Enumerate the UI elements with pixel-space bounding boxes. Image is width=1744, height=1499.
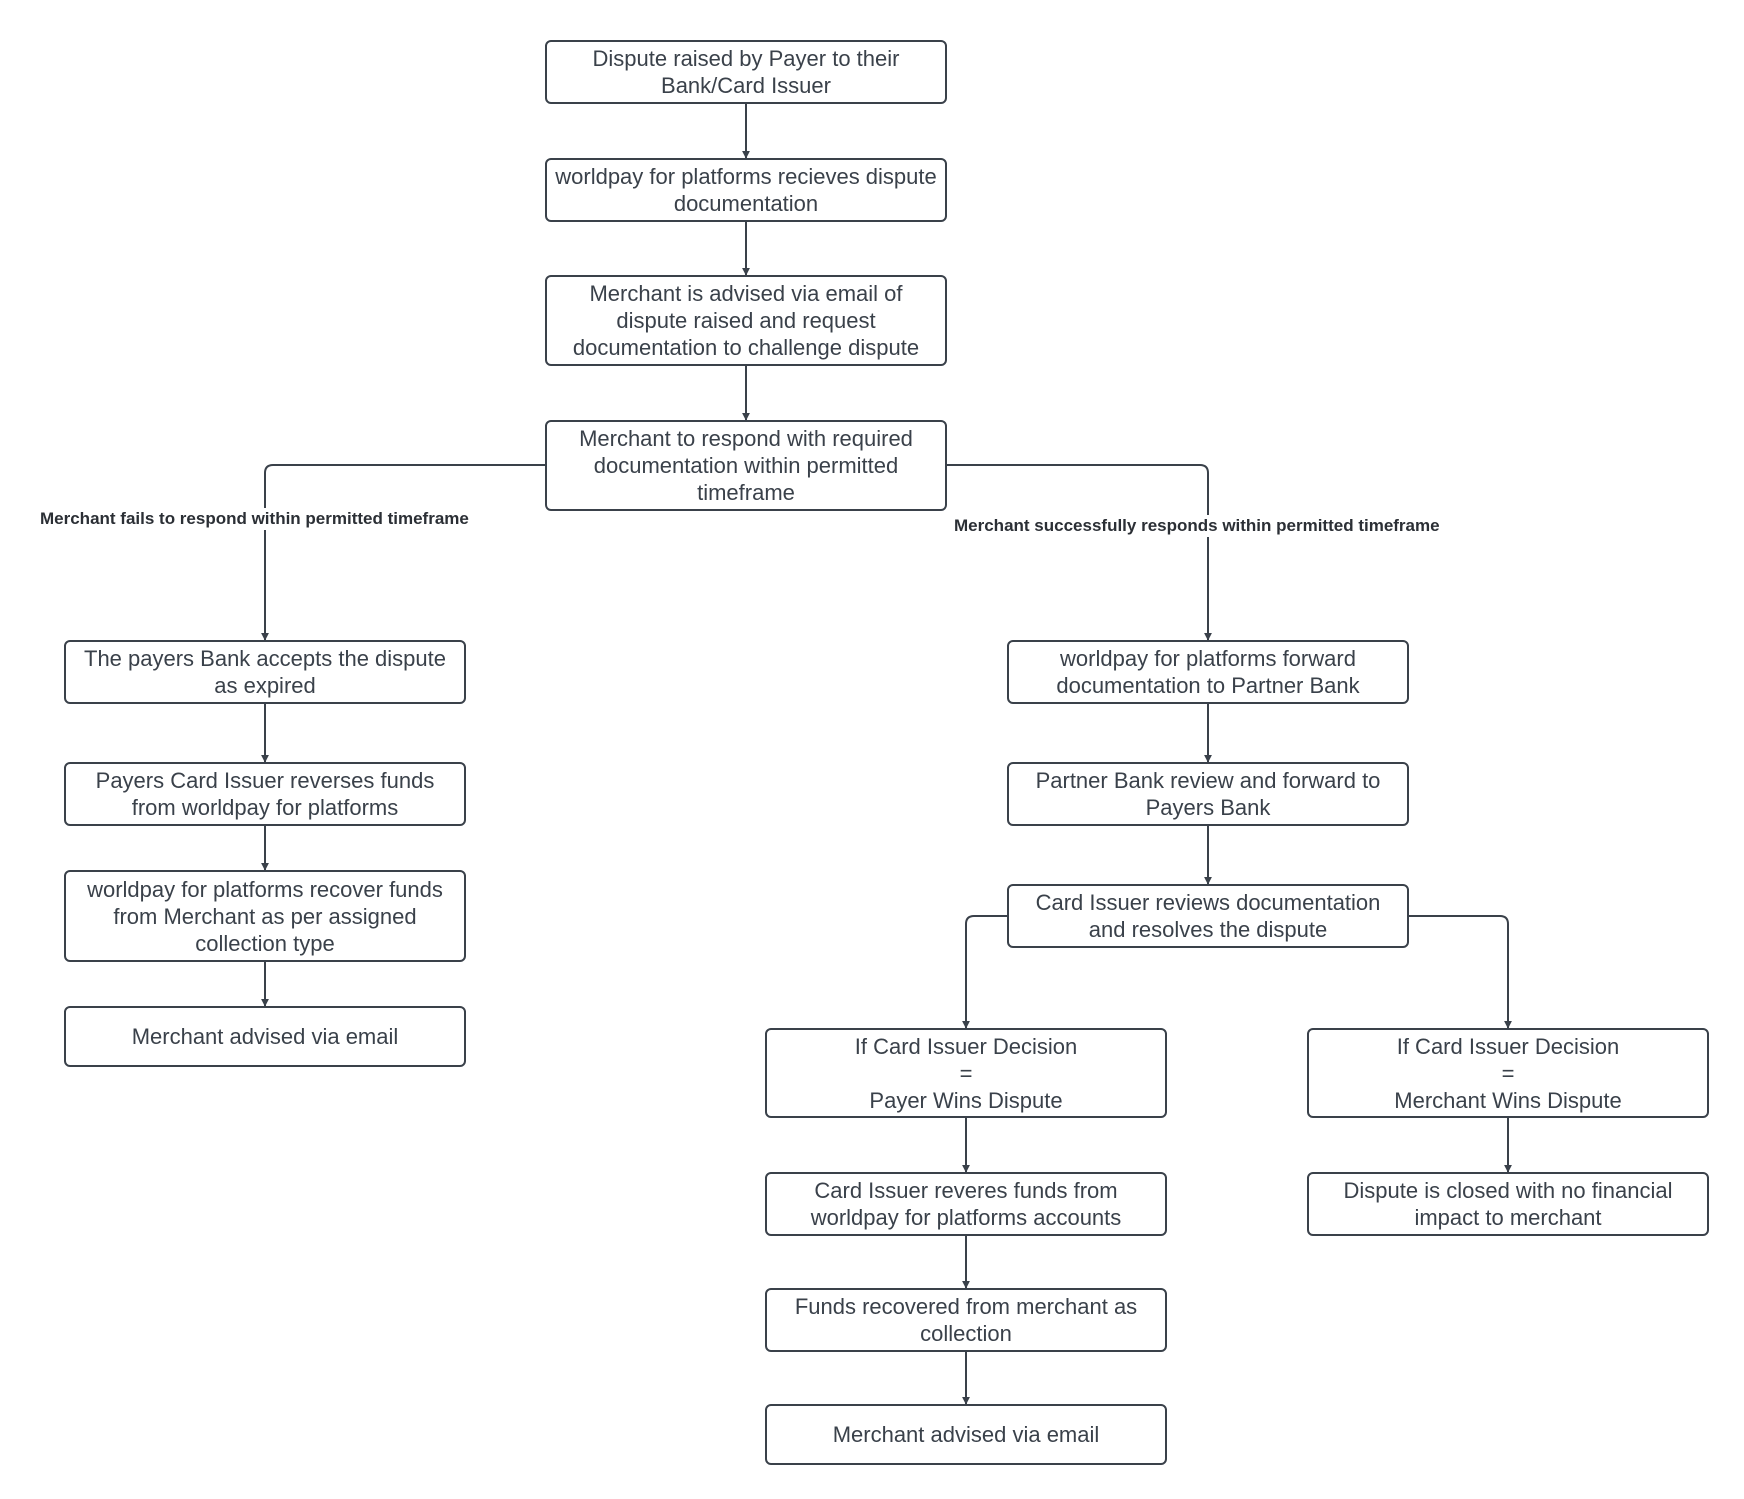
edge-label-fail: Merchant fails to respond within permitt… [38,508,471,530]
node-bank-accepts-expired: The payers Bank accepts the dispute as e… [64,640,466,704]
node-merchant-advised-email-right-text: Merchant advised via email [832,1422,1100,1447]
node-receives-documentation: worldpay for platforms recieves dispute … [545,158,947,222]
node-issuer-reverses-accounts: Card Issuer reveres funds from worldpay … [765,1172,1167,1236]
node-merchant-advised-text: Merchant is advised via email of dispute… [572,281,920,360]
node-partner-bank-review-text: Partner Bank review and forward to Payer… [1035,768,1381,820]
node-forward-partner-bank-text: worldpay for platforms forward documenta… [1056,646,1360,698]
node-bank-accepts-expired-text: The payers Bank accepts the dispute as e… [84,646,446,698]
merchant-decision-line3: Merchant Wins Dispute [1394,1087,1622,1113]
node-dispute-closed-text: Dispute is closed with no financial impa… [1343,1178,1673,1230]
node-merchant-advised: Merchant is advised via email of dispute… [545,275,947,366]
node-issuer-reverses-accounts-text: Card Issuer reveres funds from worldpay … [810,1178,1122,1230]
node-merchant-wins-decision-text: If Card Issuer Decision = Merchant Wins … [1388,1033,1627,1114]
node-recover-funds-merchant-text: worldpay for platforms recover funds fro… [87,876,443,956]
node-forward-partner-bank: worldpay for platforms forward documenta… [1007,640,1409,704]
node-recover-funds-merchant: worldpay for platforms recover funds fro… [64,870,466,962]
merchant-decision-line1: If Card Issuer Decision [1396,1033,1620,1059]
node-funds-recovered-collection-text: Funds recovered from merchant as collect… [794,1294,1138,1346]
node-merchant-respond-text: Merchant to respond with required docume… [579,426,913,505]
payer-decision-line1: If Card Issuer Decision [854,1033,1078,1059]
node-receives-documentation-text: worldpay for platforms recieves dispute … [555,164,937,216]
payer-decision-line2: = [959,1060,973,1086]
node-merchant-advised-email-left: Merchant advised via email [64,1006,466,1067]
node-payer-wins-decision-text: If Card Issuer Decision = Payer Wins Dis… [849,1033,1084,1114]
node-issuer-resolves: Card Issuer reviews documentation and re… [1007,884,1409,948]
node-merchant-advised-email-left-text: Merchant advised via email [131,1024,399,1049]
node-issuer-reverses-funds: Payers Card Issuer reverses funds from w… [64,762,466,826]
node-issuer-reverses-funds-text: Payers Card Issuer reverses funds from w… [95,768,435,820]
node-merchant-respond: Merchant to respond with required docume… [545,420,947,511]
node-merchant-advised-email-right: Merchant advised via email [765,1404,1167,1465]
node-partner-bank-review: Partner Bank review and forward to Payer… [1007,762,1409,826]
merchant-decision-line2: = [1501,1060,1515,1086]
edge-label-success: Merchant successfully responds within pe… [952,515,1442,537]
node-dispute-raised-text: Dispute raised by Payer to their Bank/Ca… [592,46,900,98]
node-merchant-wins-decision: If Card Issuer Decision = Merchant Wins … [1307,1028,1709,1118]
edge-n4-l1 [261,464,545,641]
payer-decision-line3: Payer Wins Dispute [869,1087,1063,1113]
node-issuer-resolves-text: Card Issuer reviews documentation and re… [1035,890,1381,942]
node-funds-recovered-collection: Funds recovered from merchant as collect… [765,1288,1167,1352]
node-payer-wins-decision: If Card Issuer Decision = Payer Wins Dis… [765,1028,1167,1118]
edge-n4-r1 [947,464,1212,641]
edge-r3-m1 [1409,915,1512,1029]
node-dispute-raised: Dispute raised by Payer to their Bank/Ca… [545,40,947,104]
edge-r3-p1 [962,915,1007,1029]
node-dispute-closed: Dispute is closed with no financial impa… [1307,1172,1709,1236]
